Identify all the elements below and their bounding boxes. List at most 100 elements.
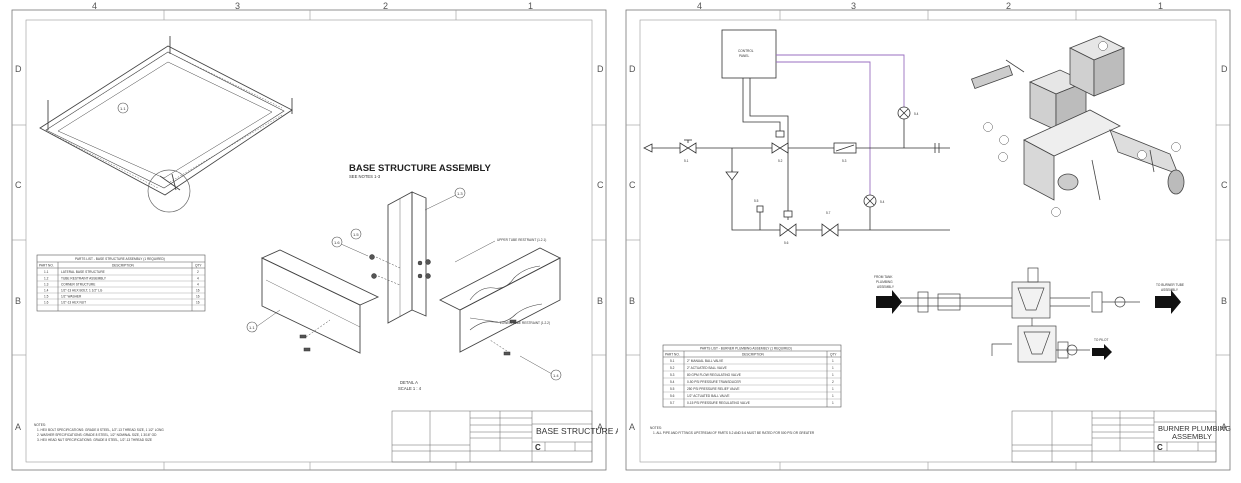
notes-title: NOTES:: [34, 423, 46, 427]
zone-col-label: 1: [1158, 1, 1163, 11]
parts-list-cell: 1: [832, 366, 834, 370]
note-line: 1. ALL PIPE AND FITTINGS UPSTREAM OF PAR…: [653, 431, 815, 435]
zone-col-label: 2: [383, 1, 388, 11]
balloon-callout: [550, 369, 562, 381]
parts-list-cell: 5.5: [670, 387, 675, 391]
svg-text:1.3: 1.3: [457, 191, 463, 196]
parts-list-cell: 80 GPM FLOW REGULATING VALVE: [687, 373, 741, 377]
base-structure-drawing: 4 3 2 1 D C B A D C B A 1.1 BASE STRUCTU…: [11, 1, 661, 471]
title-block-size: C: [535, 443, 541, 452]
title-block: [1011, 410, 1217, 463]
parts-list-cell: 1: [832, 359, 834, 363]
parts-list-cell: 2" MANUAL BALL VALVE: [687, 359, 723, 363]
parts-list-cell: 2: [197, 270, 199, 274]
parts-list-cell: 1.3: [44, 283, 49, 287]
notes-title: NOTES:: [650, 426, 662, 430]
parts-list-header: DESCRIPTION: [112, 264, 134, 268]
sheet-inner-border: [25, 19, 593, 463]
zone-row-label: A: [629, 422, 635, 432]
parts-list-title: PARTS LIST - BURNER PLUMBING ASSEMBLY (1…: [700, 347, 792, 351]
parts-list-cell: 5.7: [670, 401, 675, 405]
parts-list-cell: 2" ACTUATED BALL VALVE: [687, 366, 727, 370]
parts-list-header: PART NO.: [39, 264, 54, 268]
valve-tag: 5.3: [842, 159, 847, 163]
parts-list-cell: 1.4: [44, 289, 49, 293]
flow-label-from-tank: PLUMBING: [876, 280, 893, 284]
parts-list-cell: 250 PSI PRESSURE RELIEF VALVE: [687, 387, 740, 391]
title-block-title: BURNER PLUMBING: [1158, 424, 1231, 433]
zone-row-label: A: [597, 422, 603, 432]
callout-lower-tube-restraint: LOWER TUBE RESTRAINT (1.2.2): [500, 321, 550, 325]
parts-list-cell: 1: [832, 394, 834, 398]
zone-row-label: D: [597, 64, 604, 74]
parts-list-cell: TUBE RESTRAINT ASSEMBLY: [61, 277, 107, 281]
parts-list-header: QTY: [830, 353, 837, 357]
parts-list-cell: 1/2"-13 HEX BOLT, 1 1/2" LG: [61, 289, 103, 293]
parts-list-cell: 1/2"-13 HEX NUT: [61, 301, 86, 305]
parts-list-cell: CORNER STRUCTURE: [61, 283, 95, 287]
flow-label-to-burner: ASSEMBLY: [1161, 288, 1179, 292]
parts-list-cell: 1/2" WASHER: [61, 295, 82, 299]
valve-tag: 5.1: [684, 159, 689, 163]
burner-valve-assembly-isometric: [970, 35, 1185, 201]
parts-list-cell: 1.1: [44, 270, 49, 274]
svg-text:1.1: 1.1: [120, 106, 126, 111]
parts-list-cell: 1.6: [44, 301, 49, 305]
title-block: [391, 410, 593, 463]
zone-row-label: D: [1221, 64, 1228, 74]
parts-list-header: QTY: [195, 264, 202, 268]
zone-row-label: A: [1221, 422, 1227, 432]
note-line: 3. HEX HEAD NUT SPECIFICATIONS: GRADE 8 …: [37, 438, 152, 442]
plumbing-layout-top-view: [900, 267, 1140, 363]
callout-upper-tube-restraint: UPPER TUBE RESTRAINT (1.2.1): [497, 238, 546, 242]
zone-row-label: A: [15, 422, 21, 432]
zone-col-label: 2: [1006, 1, 1011, 11]
zone-row-label: C: [15, 180, 22, 190]
parts-list-cell: 4: [197, 277, 199, 281]
parts-list-cell: 1.2: [44, 277, 49, 281]
exploded-corner-detail: [260, 191, 561, 354]
parts-list-title: PARTS LIST - BASE STRUCTURE ASSEMBLY (1 …: [75, 257, 165, 261]
flow-label-to-pilot: TO PILOT: [1094, 338, 1109, 342]
zone-col-label: 1: [528, 1, 533, 11]
parts-list-cell: 1: [832, 373, 834, 377]
balloon-callout: [454, 187, 466, 199]
title-block-size: C: [1157, 443, 1163, 452]
zone-row-label: D: [629, 64, 636, 74]
valve-tag: 5.7: [826, 211, 831, 215]
parts-list-cell: 16: [196, 301, 200, 305]
parts-list-header: PART NO.: [665, 353, 680, 357]
zone-col-label: 4: [92, 1, 97, 11]
burner-plumbing-drawing: 4 3 2 1 D C B A D C B A: [625, 1, 1231, 471]
parts-list-cell: 2: [832, 380, 834, 384]
title-block-title: ASSEMBLY: [1172, 432, 1212, 441]
parts-list-header: DESCRIPTION: [742, 353, 764, 357]
balloon-callout: [350, 228, 362, 240]
title-block-title: BASE STRUCTURE ASSEMBLY: [536, 426, 618, 436]
flow-label-from-tank: ASSEMBLY: [877, 285, 895, 289]
zone-row-label: D: [15, 64, 22, 74]
parts-list-cell: 5.3: [670, 373, 675, 377]
detail-a-circle: [147, 169, 191, 213]
flow-label-to-burner: TO BURNER TUBE: [1156, 283, 1184, 287]
flow-arrows: [876, 290, 1181, 360]
parts-list-cell: 5.4: [670, 380, 675, 384]
parts-list-cell: 16: [196, 289, 200, 293]
parts-list-cell: 0-15 PSI PRESSURE REGULATING VALVE: [687, 401, 750, 405]
note-line: 2. WASHER SPECIFICATIONS: GRADE 8 STEEL,…: [37, 433, 157, 437]
drawing-heading: BASE STRUCTURE ASSEMBLY: [349, 163, 491, 174]
zone-row-label: B: [597, 296, 603, 306]
zone-row-label: C: [597, 180, 604, 190]
parts-list-cell: 5.2: [670, 366, 675, 370]
svg-text:1.4: 1.4: [553, 373, 559, 378]
valve-tag: 5.4: [914, 112, 919, 116]
svg-text:1.6: 1.6: [334, 240, 340, 245]
zone-row-label: B: [15, 296, 21, 306]
parts-list-cell: 4: [197, 283, 199, 287]
parts-list-cell: LATERAL BASE STRUCTURE: [61, 270, 105, 274]
parts-list-cell: 1/2" ACTUATED BALL VALVE: [687, 394, 729, 398]
valve-tag: 5.2: [778, 159, 783, 163]
balloon-callout: [117, 102, 129, 114]
control-panel-label: CONTROL: [738, 49, 754, 53]
zone-col-label: 3: [235, 1, 240, 11]
